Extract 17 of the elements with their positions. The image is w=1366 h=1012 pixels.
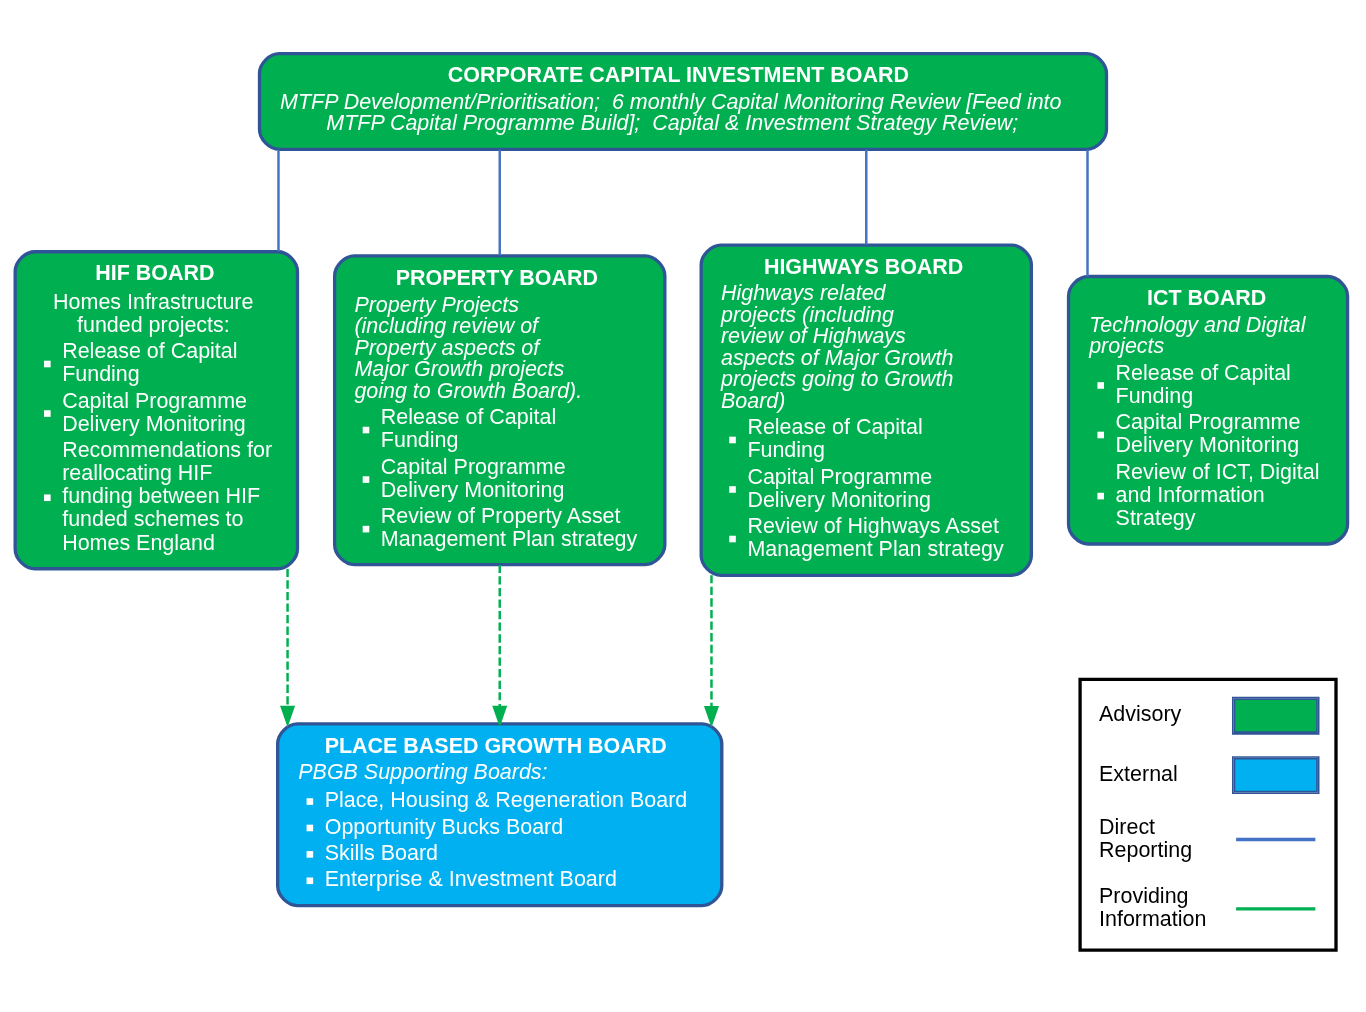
arrow — [703, 575, 719, 728]
connector — [1086, 149, 1089, 277]
legend-label: Direct Reporting — [1099, 814, 1193, 862]
connector — [865, 149, 868, 245]
node-box: ICT BOARD Technology and Digital projects Release of Capital Funding Capital Programme Delivery Monitoring Review of ICT, Digital and Information Strategy — [1066, 274, 1350, 546]
legend-label: External — [1099, 761, 1178, 786]
node-box: CORPORATE CAPITAL INVESTMENT BOARD MTFP Development/Prioritisation; 6 monthly Capital Monitoring Review [Feed into MTFP Capital Programme Build]; Capital & Investment Strategy Review; — [257, 51, 1109, 151]
arrow — [492, 564, 508, 728]
legend-label: Advisory — [1099, 702, 1182, 727]
arrow — [280, 568, 296, 728]
connector — [277, 149, 280, 252]
connector — [498, 149, 501, 256]
node-box: PLACE BASED GROWTH BOARD PBGB Supporting Boards: Place, Housing & Regeneration Board Opportunity Bucks Board Skills Board Enterprise & Investment Board — [276, 722, 724, 908]
legend-label: Providing Information — [1099, 883, 1207, 932]
node-box: PROPERTY BOARD Property Projects (including review of Property aspects of Major Growth projects going to Growth Board). Release of Capital Funding Capital Programme Delivery Monitoring Review of Property Asset Management Plan strategy — [332, 254, 667, 567]
node-box: HIF BOARD Homes Infrastructure funded projects: Release of Capital Funding Capital Programme Delivery Monitoring Recommendations for reallocating HIF funding between HIF funded schemes to Homes England — [13, 250, 300, 571]
node-box: HIGHWAYS BOARD Highways related projects (including review of Highways aspects of Major Growth projects going to Growth Board) Release of Capital Funding Capital Programme Delivery Monitoring Review of Highways Asset Management Plan strategy — [699, 243, 1034, 577]
